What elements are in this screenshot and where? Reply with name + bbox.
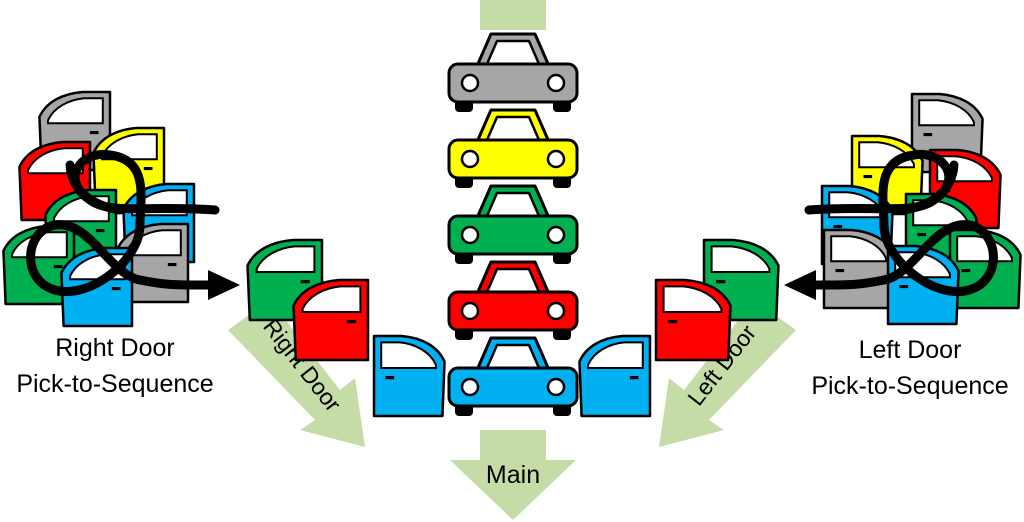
left-pick-arrow xyxy=(784,270,829,300)
car-blue xyxy=(447,336,579,416)
car-red xyxy=(447,260,579,340)
main-flow-label: Main xyxy=(486,461,540,489)
left-pick-path xyxy=(804,149,998,296)
main-flow-shaft-top xyxy=(480,0,546,30)
main-flow-arrow: Main xyxy=(450,0,576,520)
door-green xyxy=(2,224,76,306)
left-pick-caption-line2: Pick-to-Sequence xyxy=(811,372,1008,400)
right-pick-caption-line2: Pick-to-Sequence xyxy=(16,370,213,398)
right-pick-arrow xyxy=(195,270,240,300)
car-gray xyxy=(447,32,579,112)
right-door-sequence xyxy=(246,238,370,362)
left-door-sequence xyxy=(654,238,780,362)
right-pick-caption-line1: Right Door xyxy=(55,334,175,362)
door-red xyxy=(654,278,732,362)
car-door-right-open xyxy=(372,334,446,418)
main-flow-arrowhead xyxy=(450,430,576,520)
car-door-left-open xyxy=(578,334,652,418)
left-pick-caption-line1: Left Door xyxy=(859,336,962,364)
car-green xyxy=(447,184,579,264)
car-stack xyxy=(372,32,652,418)
right-pick-path xyxy=(26,149,220,296)
door-red xyxy=(292,278,370,362)
car-yellow xyxy=(447,108,579,188)
